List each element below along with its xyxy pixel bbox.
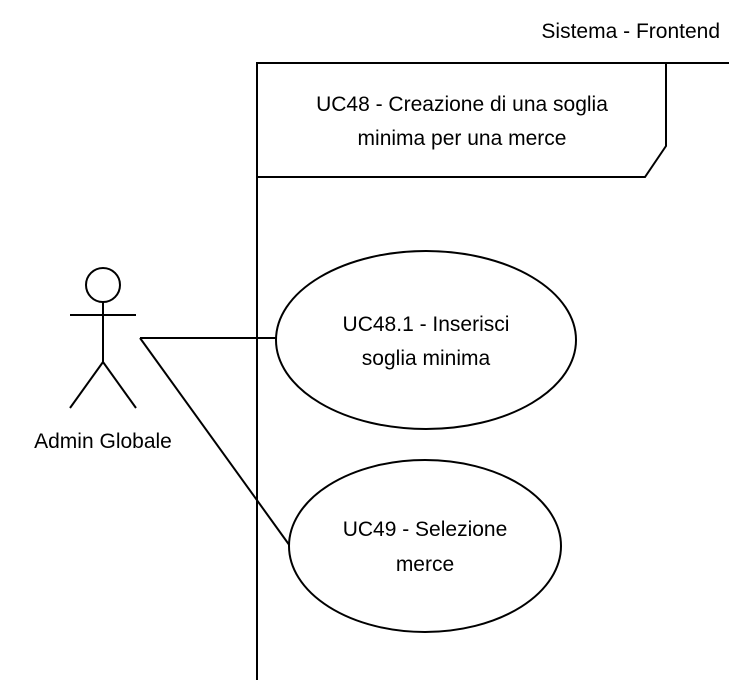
use-case-uc49-line1: UC49 - Selezione — [343, 518, 508, 541]
use-case-uc48-1-line1: UC48.1 - Inserisci — [343, 313, 510, 336]
use-case-uc48-1-line2: soglia minima — [362, 347, 491, 370]
association-line-uc49 — [139, 337, 291, 547]
use-case-uc48-1: UC48.1 - Inserisci soglia minima — [275, 250, 577, 430]
frame-title-line1: UC48 - Creazione di una soglia — [316, 93, 608, 116]
frame-title-line2: minima per una merce — [358, 127, 567, 150]
use-case-uc49-line2: merce — [396, 553, 454, 576]
stick-figure-icon — [69, 267, 137, 409]
system-title: Sistema - Frontend — [541, 20, 720, 43]
actor-label: Admin Globale — [34, 430, 172, 453]
use-case-uc49: UC49 - Selezione merce — [288, 459, 562, 633]
frame-title-tab — [256, 62, 667, 178]
